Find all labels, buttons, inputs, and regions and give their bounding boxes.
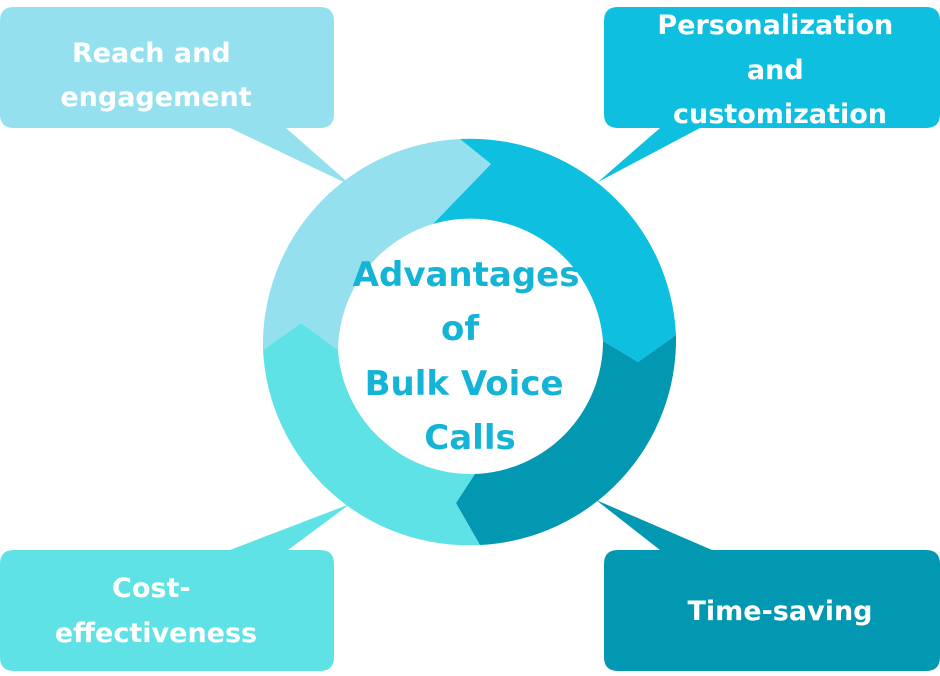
diagram-title-line: Bulk Voice <box>365 364 564 404</box>
callout-box-personalization-customization <box>598 7 940 182</box>
svg-text:Personalization and: Personalization and customization <box>657 10 902 130</box>
callout-box-cost-effectiveness <box>0 504 350 671</box>
callout-line: Reach and <box>72 38 231 69</box>
callout-cost-effectiveness: Cost- effectiveness <box>0 504 350 671</box>
svg-text:Cost- effectiveness: Cost- effectiveness <box>55 573 257 649</box>
diagram-title-line: of <box>441 309 480 349</box>
callout-line: effectiveness <box>55 618 257 649</box>
callout-line: Personalization <box>657 10 893 41</box>
callout-line: Cost- <box>112 573 191 604</box>
ring-segment-personalization-customization <box>433 138 676 362</box>
diagram-title-line: Calls <box>424 418 515 458</box>
callout-time-saving: Time-saving <box>596 500 940 671</box>
callout-line: customization <box>673 99 887 130</box>
diagram-title-line: Advantages <box>353 255 580 295</box>
svg-text:Reach and engagement: Reach and engagement <box>60 38 251 113</box>
callout-box-time-saving <box>596 500 940 671</box>
diagram-title: Advantages of Bulk Voice Calls <box>353 255 592 458</box>
callout-box-reach-engagement <box>0 7 352 186</box>
ring-segment-cost-effectiveness <box>263 323 480 546</box>
callout-line: and <box>747 55 804 86</box>
callout-line: engagement <box>60 82 251 113</box>
cycle-ring <box>262 138 677 546</box>
ring-segment-time-saving <box>456 335 677 545</box>
callout-personalization-customization: Personalization and customization <box>598 7 940 182</box>
callout-line: Time-saving <box>687 596 872 627</box>
svg-text:Time-saving: Time-saving <box>687 596 872 627</box>
ring-segment-reach-engagement <box>262 139 491 350</box>
callout-reach-engagement: Reach and engagement <box>0 7 352 186</box>
